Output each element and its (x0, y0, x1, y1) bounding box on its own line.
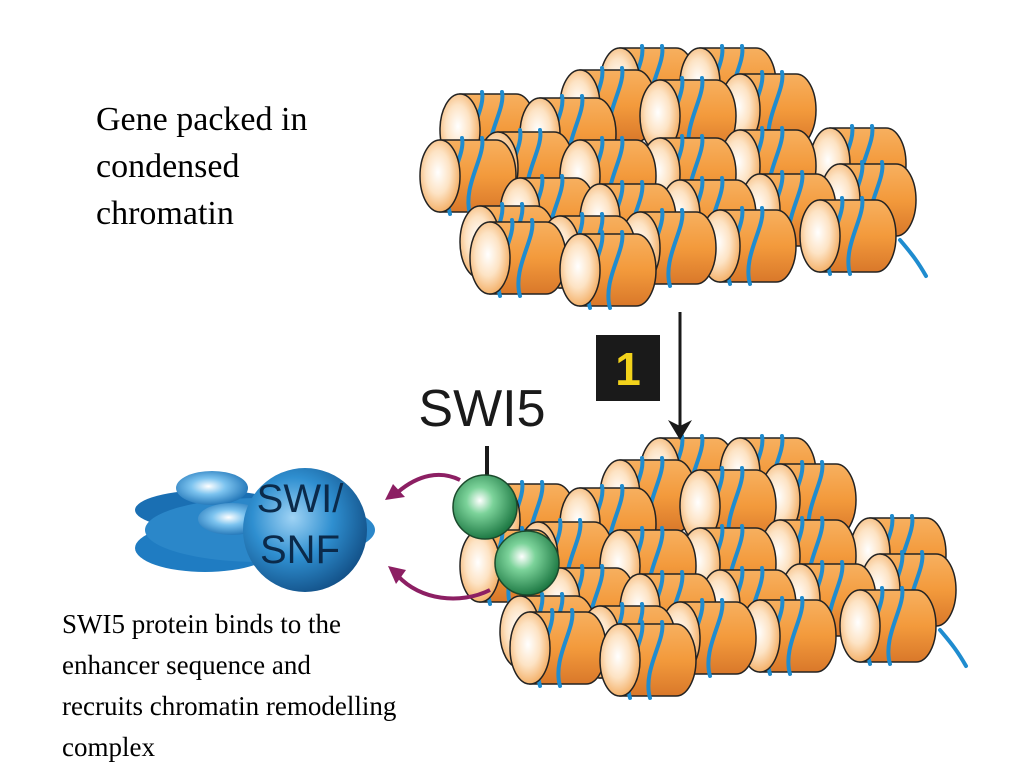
step-box (596, 335, 660, 401)
top-caption: Gene packed in condensed chromatin (96, 96, 396, 237)
swi5-protein (494, 530, 560, 596)
bottom-caption-line: recruits chromatin remodelling (62, 691, 397, 721)
bottom-caption-line: enhancer sequence and (62, 650, 311, 680)
step-arrow-head (668, 420, 692, 440)
complex-core (243, 468, 367, 592)
bottom-caption: SWI5 protein binds to the enhancer seque… (62, 604, 502, 768)
dna-tail (898, 238, 928, 278)
recruit-arrow-bottom-head (388, 566, 406, 584)
bottom-caption-line: SWI5 protein binds to the (62, 609, 341, 639)
nucleosome (599, 620, 697, 700)
nucleosome (839, 586, 937, 666)
top-caption-line: Gene packed in (96, 101, 308, 138)
top-caption-line: chromatin (96, 195, 234, 232)
chromatin-with-swi5 (459, 434, 968, 700)
nucleosome (699, 206, 797, 286)
nucleosome (799, 196, 897, 276)
nucleosome (509, 608, 607, 688)
nucleosome (419, 136, 517, 216)
nucleosome (679, 466, 777, 546)
nucleosome (469, 218, 567, 298)
dna-tail (938, 628, 968, 668)
bottom-caption-line: complex (62, 732, 155, 762)
top-caption-line: condensed (96, 148, 240, 185)
complex-label-line2: SNF (260, 528, 340, 572)
condensed-chromatin-top (419, 44, 928, 310)
swi5-label: SWI5 (418, 380, 545, 438)
swi5-protein (452, 474, 518, 540)
swi-snf-complex: SWI/ SNF (135, 468, 375, 592)
nucleosome (559, 230, 657, 310)
complex-label-line1: SWI/ (257, 477, 345, 521)
recruit-arrow-top (396, 472, 461, 494)
step-number: 1 (615, 343, 641, 395)
nucleosome (639, 76, 737, 156)
recruit-arrow-bottom (396, 574, 491, 601)
recruit-arrow-top-head (385, 484, 405, 500)
complex-subunit (176, 471, 248, 505)
